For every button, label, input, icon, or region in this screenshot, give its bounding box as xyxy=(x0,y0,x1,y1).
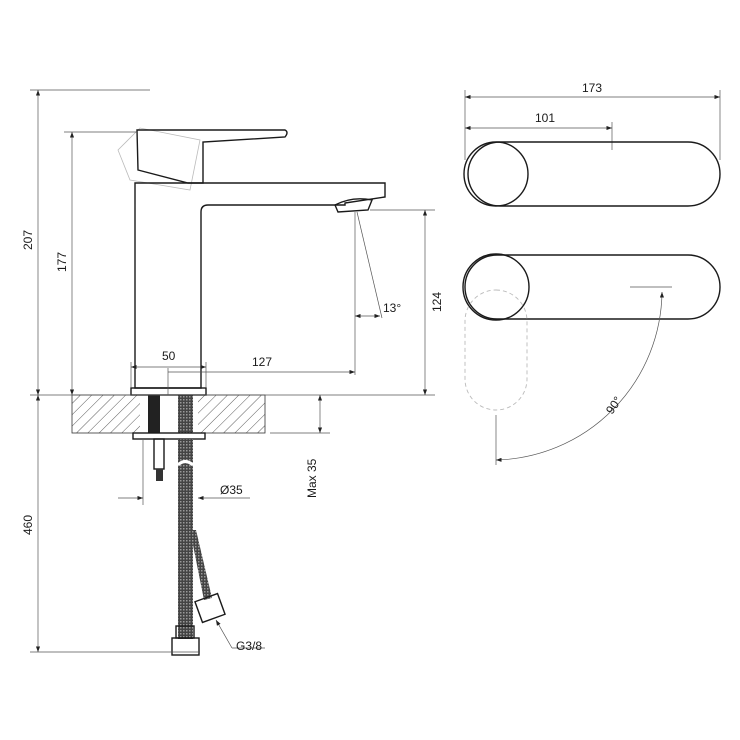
supply-hoses xyxy=(153,438,226,656)
dim-spout-reach: 127 xyxy=(252,355,272,369)
dim-base-width: 50 xyxy=(162,349,176,363)
faucet-top-view xyxy=(462,90,721,465)
dim-overall-length: 173 xyxy=(582,81,602,95)
dim-spout-angle: 13° xyxy=(383,301,401,315)
dim-spout-height: 124 xyxy=(430,292,444,312)
dim-rotation: 90° xyxy=(603,394,625,417)
dim-body-height: 177 xyxy=(55,252,69,272)
dim-connection: G3/8 xyxy=(236,639,262,653)
dim-max-counter: Max 35 xyxy=(305,458,319,498)
dimension-lines xyxy=(30,89,435,653)
dim-handle-length: 101 xyxy=(535,111,555,125)
dim-hose-length: 460 xyxy=(21,515,35,535)
countertop-section xyxy=(71,394,266,440)
dim-total-height: 207 xyxy=(21,230,35,250)
dim-hole-diameter: Ø35 xyxy=(220,483,243,497)
